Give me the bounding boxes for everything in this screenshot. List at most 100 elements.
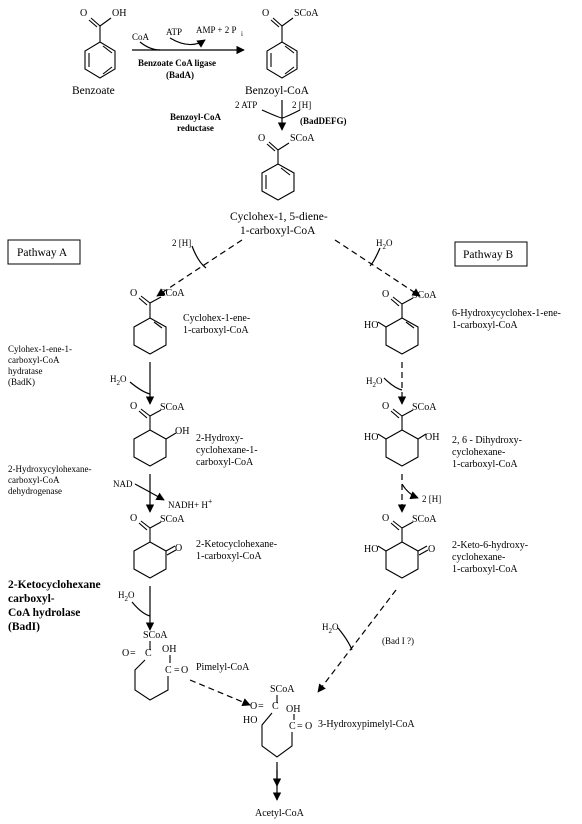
atom-scoa: SCoA — [143, 630, 168, 641]
label-hydroxy-a-line1: 2-Hydroxy- — [196, 433, 243, 444]
atom-double-bond: = — [174, 665, 180, 676]
arrow-reductase-cofactors — [261, 109, 301, 119]
label-dihydroxy-line1: 2, 6 - Dihydroxy- — [452, 435, 522, 446]
atom-scoa: SCoA — [160, 514, 185, 525]
enzyme-badk-line4: (BadK) — [8, 377, 35, 387]
atom-o: O — [262, 8, 269, 19]
label-dihydroxy-line2: cyclohexane- — [452, 447, 505, 458]
atom-oh: OH — [175, 426, 189, 437]
keto-a-structure: O SCoA O — [130, 513, 185, 579]
enzyme-bada-name: Benzoate CoA ligase — [138, 58, 216, 68]
label-keto-b-line1: 2-Keto-6-hydroxy- — [452, 540, 528, 551]
label-dihydroxy-line3: 1-carboxyl-CoA — [452, 459, 518, 470]
cofactor-h2o-badi: H2O — [118, 590, 135, 603]
atom-o: O — [382, 401, 389, 412]
cofactor-h2o-dihydroxy: H2O — [366, 376, 383, 389]
enzyme-badk-line1: Cylohex-1-ene-1- — [8, 344, 72, 354]
atom-double-bond: = — [130, 648, 136, 659]
cofactor-h2o-bad-i-b: H2O — [322, 622, 339, 635]
cofactor-2h-pathway-b: 2 [H] — [422, 494, 441, 504]
atom-scoa: SCoA — [160, 402, 185, 413]
label-hydroxy-a-line3: carboxyl-CoA — [196, 457, 254, 468]
atom-ho: HO — [364, 432, 378, 443]
enzyme-dehydrogenase-line3: dehydrogenase — [8, 486, 62, 496]
label-benzoyl-coa: Benzoyl-CoA — [245, 85, 310, 97]
atom-ho: HO — [243, 715, 257, 726]
atom-c: C — [145, 648, 152, 659]
atom-scoa: SCoA — [412, 290, 437, 301]
enzyme-dehydrogenase-line2: carboxyl-CoA — [8, 475, 60, 485]
cofactor-h2o-pathway-b: H2O — [376, 238, 393, 251]
cofactor-nadh: NADH+ H+ — [168, 497, 213, 510]
arrow-2h-pathway-b — [401, 483, 419, 500]
pathway-a-label: Pathway A — [17, 247, 68, 259]
pathway-b-box — [454, 241, 528, 267]
atom-double-bond: = — [258, 701, 264, 712]
atom-c: C — [289, 721, 296, 732]
atom-o: O — [80, 8, 87, 19]
label-hydroxycyclohexene-line1: 6-Hydroxycyclohex-1-ene- — [452, 308, 561, 319]
arrow-atp-amp — [169, 37, 206, 48]
enzyme-badk-line2: carboxyl-CoA — [8, 355, 60, 365]
enzyme-badi-line1: 2-Ketocyclohexane — [8, 579, 101, 591]
atom-o: O — [305, 721, 312, 732]
enzyme-dehydrogenase-line1: 2-Hydroxycylohexane- — [8, 464, 91, 474]
atom-o: O — [382, 513, 389, 524]
atom-oh: OH — [162, 644, 176, 655]
label-pimelyl-coa: Pimelyl-CoA — [196, 662, 250, 673]
label-hydroxycyclohexene-line2: 1-carboxyl-CoA — [452, 320, 518, 331]
atom-o: O — [428, 544, 435, 555]
arrow-nad-nadh — [134, 483, 165, 501]
label-keto-a-line2: 1-carboxyl-CoA — [196, 551, 262, 562]
atom-scoa: SCoA — [412, 402, 437, 413]
dihydroxy-structure: O SCoA HO OH — [364, 401, 439, 467]
hydroxycyclohexene-structure: O SCoA HO — [364, 289, 437, 355]
arrow-pathway-a-branch — [156, 239, 243, 297]
arrow-water-badi — [131, 601, 151, 617]
atom-oh: OH — [286, 704, 300, 715]
cyclohexene-structure: O SCoA — [130, 288, 185, 355]
atom-o: O — [130, 288, 137, 299]
cofactor-nad: NAD — [113, 479, 133, 489]
label-acetyl-coa: Acetyl-CoA — [255, 808, 305, 819]
atom-scoa: SCoA — [160, 288, 185, 299]
atom-double-bond: = — [297, 721, 303, 732]
hydroxypimelyl-coa-structure: SCoA O = C OH C = O HO — [243, 684, 312, 758]
cofactor-amp-2pi: AMP + 2 P — [196, 25, 237, 35]
atom-ho: HO — [364, 320, 378, 331]
atom-o: O — [122, 648, 129, 659]
cofactor-pi-subscript: i — [241, 30, 243, 38]
pimelyl-coa-structure: SCoA O = C OH C = O — [122, 630, 188, 701]
cofactor-h2o-badk: H2O — [110, 374, 127, 387]
atom-o: O — [175, 543, 182, 554]
arrow-keto-b-to-hydroxypimelyl — [317, 589, 397, 693]
arrow-pathway-b-water — [369, 247, 381, 267]
label-hydroxy-a-line2: cyclohexane-1- — [196, 445, 258, 456]
label-diene-line1: Cyclohex-1, 5-diene- — [230, 211, 328, 223]
atom-o: O — [181, 665, 188, 676]
hydroxy-a-structure: O SCoA OH — [130, 401, 189, 467]
atom-scoa: SCoA — [294, 8, 319, 19]
enzyme-badi-line4: (BadI) — [8, 621, 40, 633]
atom-o: O — [130, 513, 137, 524]
enzyme-badi-line3: CoA hydrolase — [8, 607, 80, 619]
atom-oh: OH — [112, 8, 126, 19]
cofactor-2h-reductase: 2 [H] — [292, 100, 311, 110]
atom-scoa: SCoA — [412, 514, 437, 525]
cofactor-2atp: 2 ATP — [235, 100, 257, 110]
label-diene-line2: 1-carboxyl-CoA — [240, 225, 316, 237]
atom-o: O — [130, 401, 137, 412]
label-keto-b-line2: cyclohexane- — [452, 552, 505, 563]
cofactor-coa: CoA — [132, 32, 150, 42]
label-cyclohexene-line1: Cyclohex-1-ene- — [183, 313, 250, 324]
enzyme-badefg: (BadDEFG) — [300, 116, 347, 126]
atom-scoa: SCoA — [290, 133, 315, 144]
enzyme-bada-code: (BadA) — [166, 70, 194, 80]
label-cyclohexene-line2: 1-carboxyl-CoA — [183, 325, 249, 336]
atom-o: O — [250, 701, 257, 712]
atom-o: O — [258, 133, 265, 144]
pathway-b-label: Pathway B — [463, 249, 513, 261]
arrow-coa-in — [139, 41, 161, 51]
arrow-pimelyl-to-hydroxypimelyl — [189, 679, 251, 706]
